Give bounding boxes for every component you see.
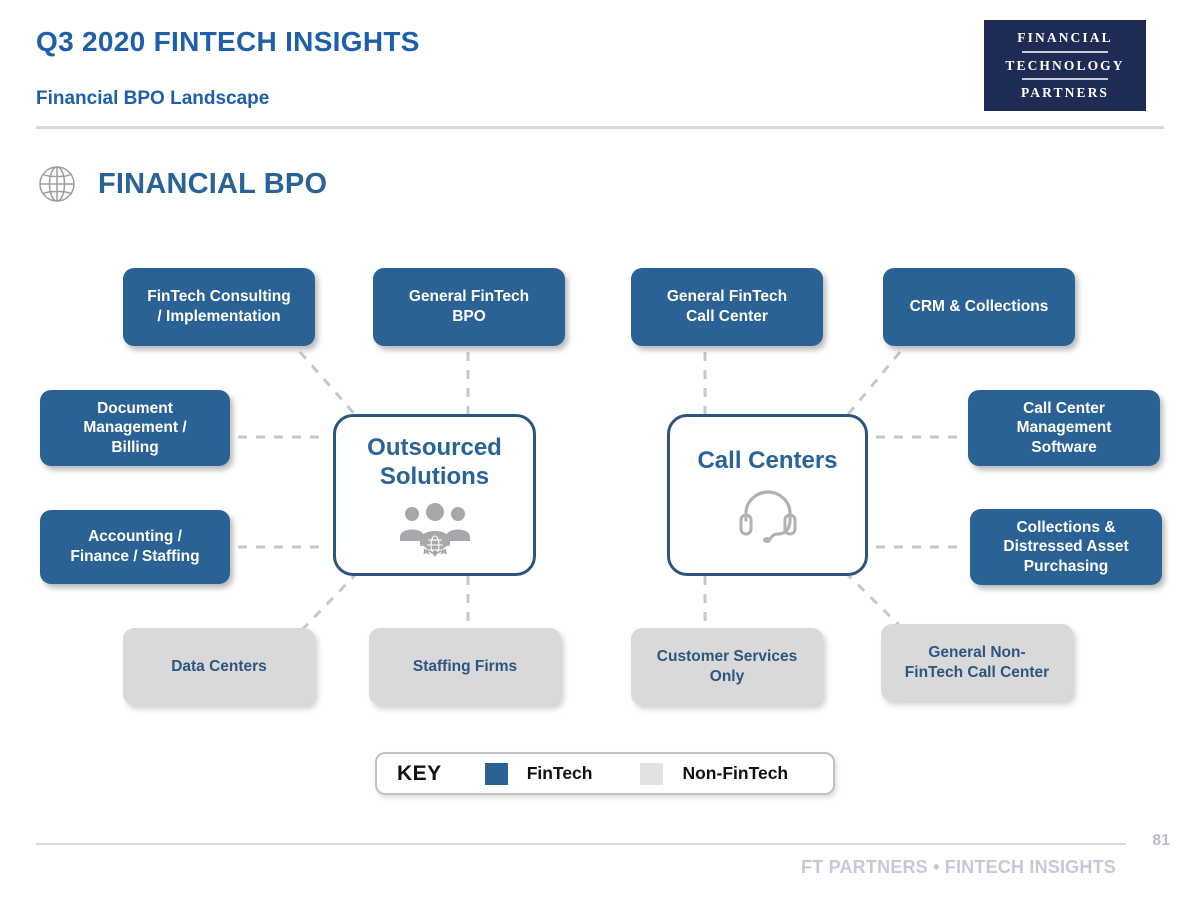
legend-text-non-fintech: Non-FinTech [682,763,789,783]
node-label: CRM & Collections [909,298,1049,316]
node-collections-distressed-asset-purchasing[interactable]: Collections & Distressed Asset Purchasin… [970,509,1162,585]
footer-divider [36,843,1126,845]
legend-key-label: KEY [397,761,442,785]
hub-label: Outsourced Solutions [367,433,502,490]
headset-icon [739,490,796,543]
section-title: FINANCIAL BPO [98,167,328,200]
logo-line-partners: PARTNERS [1020,85,1110,101]
node-fintech-consulting-implementation[interactable]: FinTech Consulting / Implementation [123,268,315,346]
node-label: Data Centers [171,657,267,675]
node-label: General Non- FinTech Call Center [904,643,1050,681]
ftp-logo: FINANCIAL TECHNOLOGY PARTNERS [984,20,1146,111]
connector-outsourced-to-data-centers [298,570,360,634]
node-general-fintech-call-center[interactable]: General FinTech Call Center [631,268,823,346]
page-number: 81 [1152,832,1170,849]
logo-line-financial: FINANCIAL [1017,30,1113,46]
connector-consulting-to-outsourced [298,351,360,419]
legend-swatch-fintech [484,762,508,785]
node-label: Staffing Firms [412,657,518,675]
node-label: Document Management / Billing [83,399,187,456]
legend-key-box: KEY FinTech Non-FinTech [375,752,835,795]
connector-call-centers-to-non-fintech [843,570,904,630]
page-subtitle: Financial BPO Landscape [36,88,270,109]
node-crm-collections[interactable]: CRM & Collections [883,268,1075,346]
logo-line-technology: TECHNOLOGY [1005,57,1125,73]
node-label: Customer Services Only [656,647,798,685]
logo-rule-top [1022,50,1108,53]
node-accounting-finance-staffing[interactable]: Accounting / Finance / Staffing [40,510,230,584]
legend-entry-non-fintech: Non-FinTech [640,762,789,785]
section-header: FINANCIAL BPO [36,163,327,205]
node-general-non-fintech-call-center[interactable]: General Non- FinTech Call Center [881,624,1073,701]
node-data-centers[interactable]: Data Centers [123,628,315,705]
hub-outsourced-solutions[interactable]: Outsourced Solutions [333,414,536,576]
node-label: General FinTech Call Center [666,288,788,325]
legend-entry-fintech: FinTech [484,762,593,785]
node-label: Accounting / Finance / Staffing [70,528,200,565]
legend-swatch-non-fintech [640,762,664,785]
header-divider [36,126,1164,129]
connector-crm-to-call-centers [843,351,902,419]
node-label: Call Center Management Software [1016,399,1112,456]
node-label: General FinTech BPO [408,288,530,325]
hub-call-centers[interactable]: Call Centers [667,414,868,576]
globe-icon [39,166,75,202]
node-label: Collections & Distressed Asset Purchasin… [1003,518,1129,575]
people-network-icon [399,503,470,558]
node-label: FinTech Consulting / Implementation [147,288,291,325]
node-document-management-billing[interactable]: Document Management / Billing [40,390,230,466]
node-staffing-firms[interactable]: Staffing Firms [369,628,561,705]
node-call-center-management-software[interactable]: Call Center Management Software [968,390,1160,466]
node-customer-services-only[interactable]: Customer Services Only [631,628,823,705]
legend-text-fintech: FinTech [526,763,593,783]
node-general-fintech-bpo[interactable]: General FinTech BPO [373,268,565,346]
footer-branding: FT PARTNERS • FINTECH INSIGHTS [801,857,1116,877]
hub-label: Call Centers [697,447,838,475]
logo-rule-bottom [1022,78,1108,81]
page-title: Q3 2020 FINTECH INSIGHTS [36,26,420,57]
